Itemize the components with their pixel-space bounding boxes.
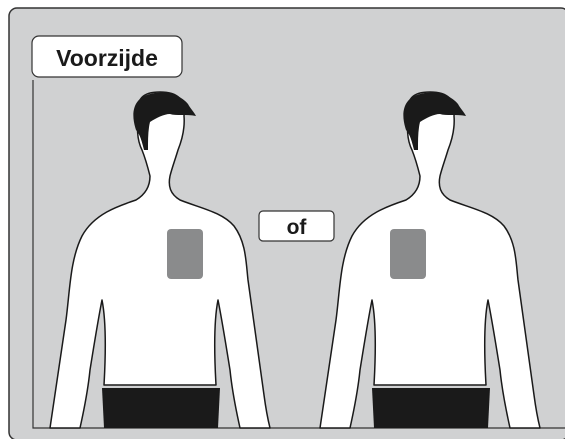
- left-torso-pants: [102, 388, 220, 428]
- front-label: Voorzijde: [56, 45, 158, 71]
- right-torso-pants: [372, 388, 490, 428]
- left-torso-pad: [167, 229, 203, 279]
- right-torso-pad: [390, 229, 426, 279]
- front-label-box: Voorzijde: [32, 36, 182, 77]
- or-label-box: of: [259, 211, 334, 241]
- or-label: of: [287, 216, 308, 239]
